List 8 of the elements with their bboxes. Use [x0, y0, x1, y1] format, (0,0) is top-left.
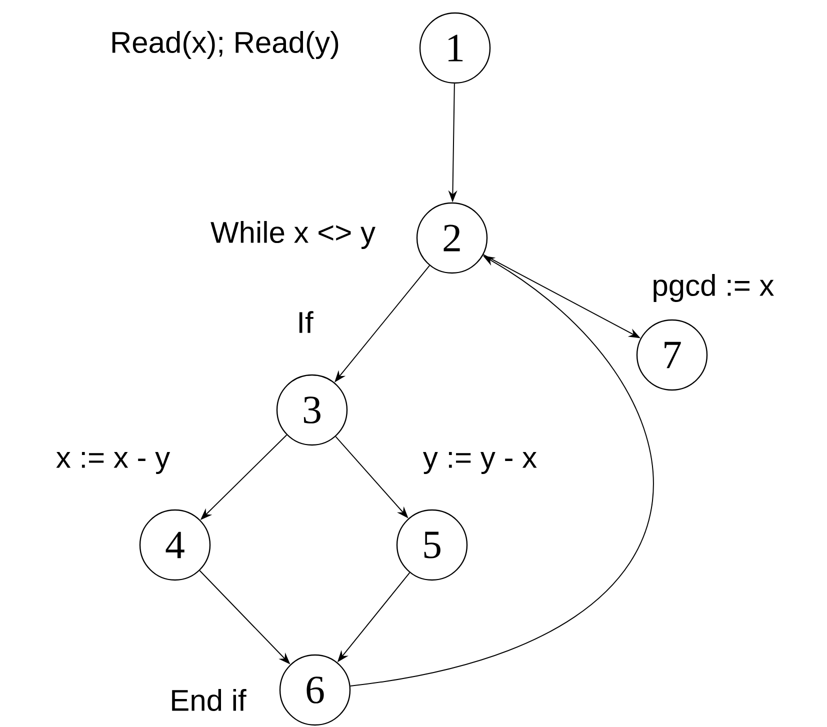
node-label: pgcd := x [654, 274, 774, 302]
node-label: While x <> y [210, 221, 376, 249]
node-label: y := y - x [423, 452, 537, 474]
node-label: Read(x); Read(y) [112, 31, 338, 59]
node-label: x := x - y [56, 452, 170, 474]
node-label: If [299, 311, 314, 333]
node-label: End if [172, 688, 246, 712]
arrow [350, 256, 653, 687]
